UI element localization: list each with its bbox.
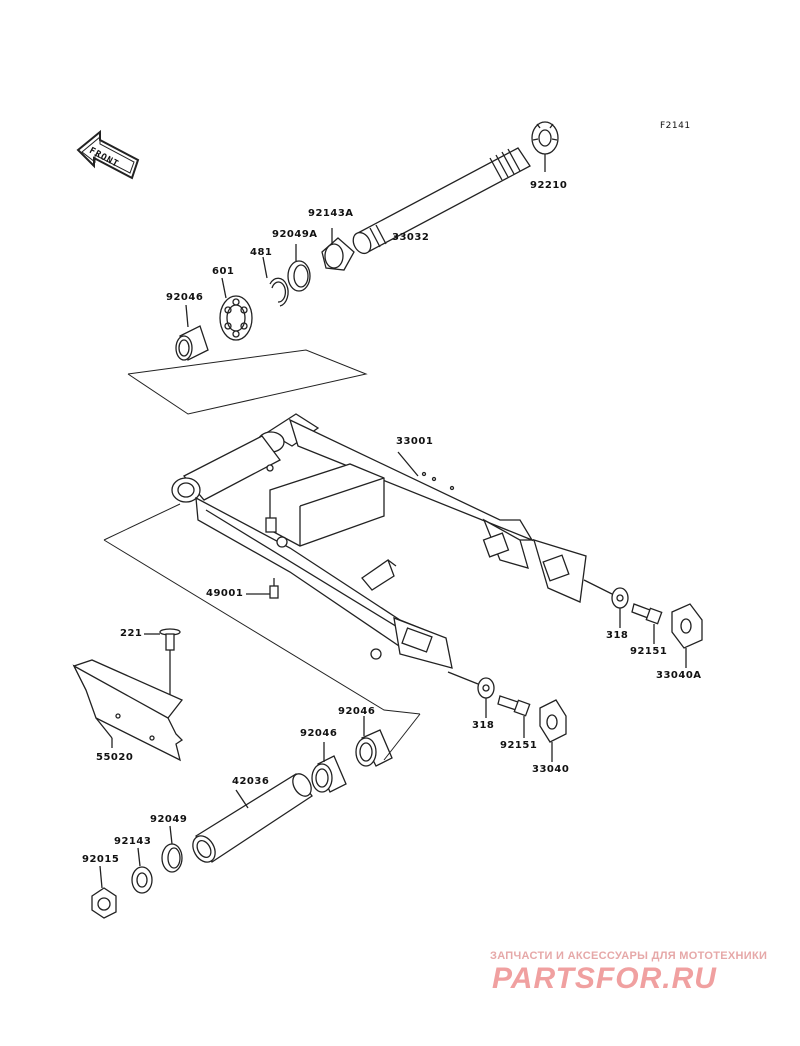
label-33040[interactable]: 33040 bbox=[532, 764, 570, 775]
label-92046-top[interactable]: 92046 bbox=[166, 292, 204, 303]
label-33040a[interactable]: 33040A bbox=[656, 670, 702, 681]
bearing-601-icon bbox=[219, 277, 253, 341]
adjuster-33040-icon bbox=[539, 699, 567, 762]
front-arrow-icon bbox=[76, 129, 140, 180]
circlip-481-icon bbox=[262, 256, 289, 307]
nut-318-upper-icon bbox=[583, 579, 629, 628]
nut-318-lower-icon bbox=[447, 671, 495, 718]
guide-line-top bbox=[127, 349, 368, 415]
label-33001[interactable]: 33001 bbox=[396, 436, 434, 447]
diagram-code: F2141 bbox=[660, 121, 691, 131]
guide-line-middle bbox=[103, 503, 421, 715]
label-318-upper[interactable]: 318 bbox=[606, 630, 629, 641]
sleeve-42036-icon bbox=[192, 773, 313, 863]
label-221[interactable]: 221 bbox=[120, 628, 143, 639]
collar-92143a-icon bbox=[321, 228, 355, 271]
needle-bearing-92046-top-icon bbox=[175, 304, 209, 361]
label-92015[interactable]: 92015 bbox=[82, 854, 120, 865]
nut-92210-icon bbox=[531, 121, 559, 172]
grease-nipple-49001-icon bbox=[246, 578, 279, 599]
swingarm-33001 bbox=[171, 413, 587, 669]
label-92143a[interactable]: 92143A bbox=[308, 208, 354, 219]
label-42036[interactable]: 42036 bbox=[232, 776, 270, 787]
collar-92143-icon bbox=[131, 847, 153, 894]
label-49001[interactable]: 49001 bbox=[206, 588, 244, 599]
needle-bearing-92046-low-icon bbox=[311, 742, 347, 793]
label-481[interactable]: 481 bbox=[250, 247, 273, 258]
seal-92049-icon bbox=[161, 825, 183, 873]
bolt-92151-upper-icon bbox=[631, 603, 663, 644]
label-318-lower[interactable]: 318 bbox=[472, 720, 495, 731]
watermark-tagline: ЗАПЧАСТИ И АКСЕССУАРЫ ДЛЯ МОТОТЕХНИКИ bbox=[490, 950, 768, 962]
label-92049a[interactable]: 92049A bbox=[272, 229, 318, 240]
bolt-92151-lower-icon bbox=[497, 695, 531, 738]
label-92046-low[interactable]: 92046 bbox=[300, 728, 338, 739]
pivot-shaft bbox=[352, 147, 531, 255]
nut-92015-icon bbox=[91, 865, 117, 919]
label-33032[interactable]: 33032 bbox=[392, 232, 430, 243]
label-92210[interactable]: 92210 bbox=[530, 180, 568, 191]
adjuster-33040a-icon bbox=[671, 603, 703, 668]
watermark-brand: PARTSFOR.RU bbox=[492, 962, 717, 995]
seal-92049a-icon bbox=[287, 244, 311, 292]
label-92151-upper[interactable]: 92151 bbox=[630, 646, 668, 657]
label-55020[interactable]: 55020 bbox=[96, 752, 134, 763]
label-92046-mid[interactable]: 92046 bbox=[338, 706, 376, 717]
label-92049[interactable]: 92049 bbox=[150, 814, 188, 825]
needle-bearing-92046-mid-icon bbox=[355, 713, 421, 767]
label-92151-lower[interactable]: 92151 bbox=[500, 740, 538, 751]
chain-guide-55020-icon bbox=[72, 659, 184, 762]
label-601[interactable]: 601 bbox=[212, 266, 235, 277]
leader-33001 bbox=[397, 451, 419, 477]
label-92143[interactable]: 92143 bbox=[114, 836, 152, 847]
